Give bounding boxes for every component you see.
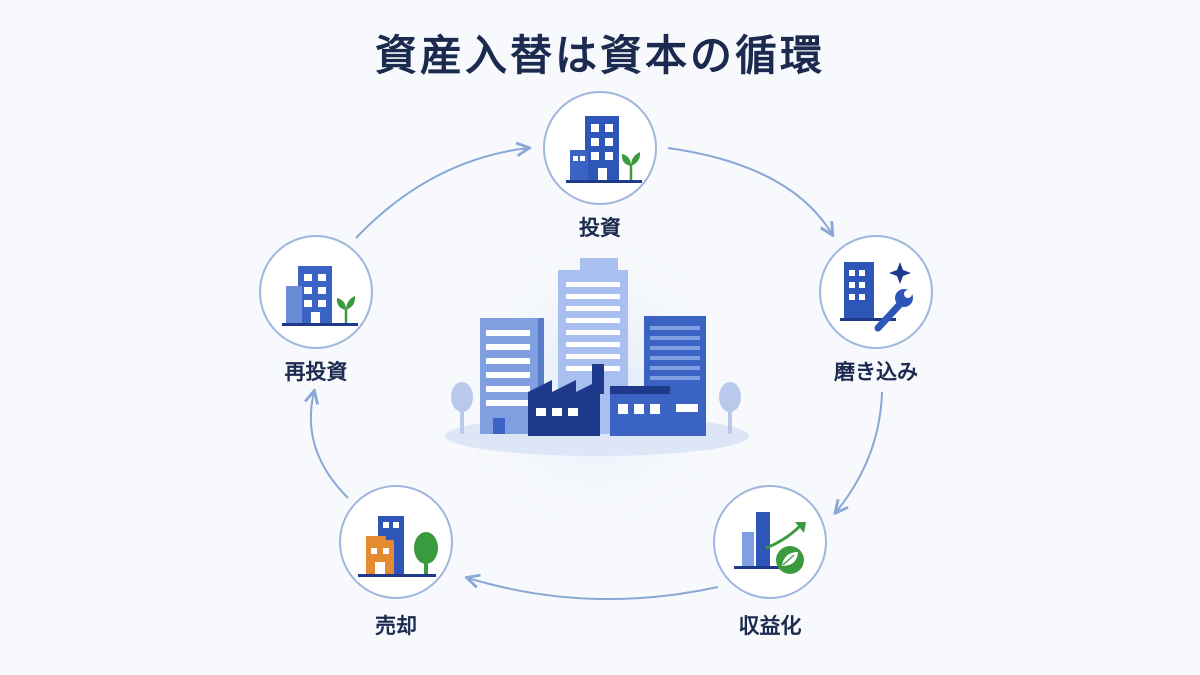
step-label-monetize: 収益化 [738,614,802,638]
bar-chart-with-leaf-icon [734,512,806,574]
page-title: 資産入替は資本の循環 [374,31,825,80]
city-skyline-icon [439,227,755,543]
step-label-sell: 売却 [375,614,417,638]
arrow-reinvest-to-invest [355,148,528,239]
step-label-invest: 投資 [579,216,621,240]
buildings-with-tree-icon [358,516,438,577]
building-with-sprout-icon [566,116,642,183]
step-label-reinvest: 再投資 [284,360,348,384]
arrow-polish-to-monetize [836,391,883,512]
arrow-monetize-to-sell [468,578,719,601]
building-with-sprout-icon [282,266,358,326]
building-with-wrench-icon [840,262,913,332]
arrow-invest-to-polish [667,147,832,234]
arrow-sell-to-reinvest [311,392,349,499]
node-circle-polish [819,235,933,349]
step-label-polish: 磨き込み [834,360,918,384]
cycle-arrows [311,147,883,601]
